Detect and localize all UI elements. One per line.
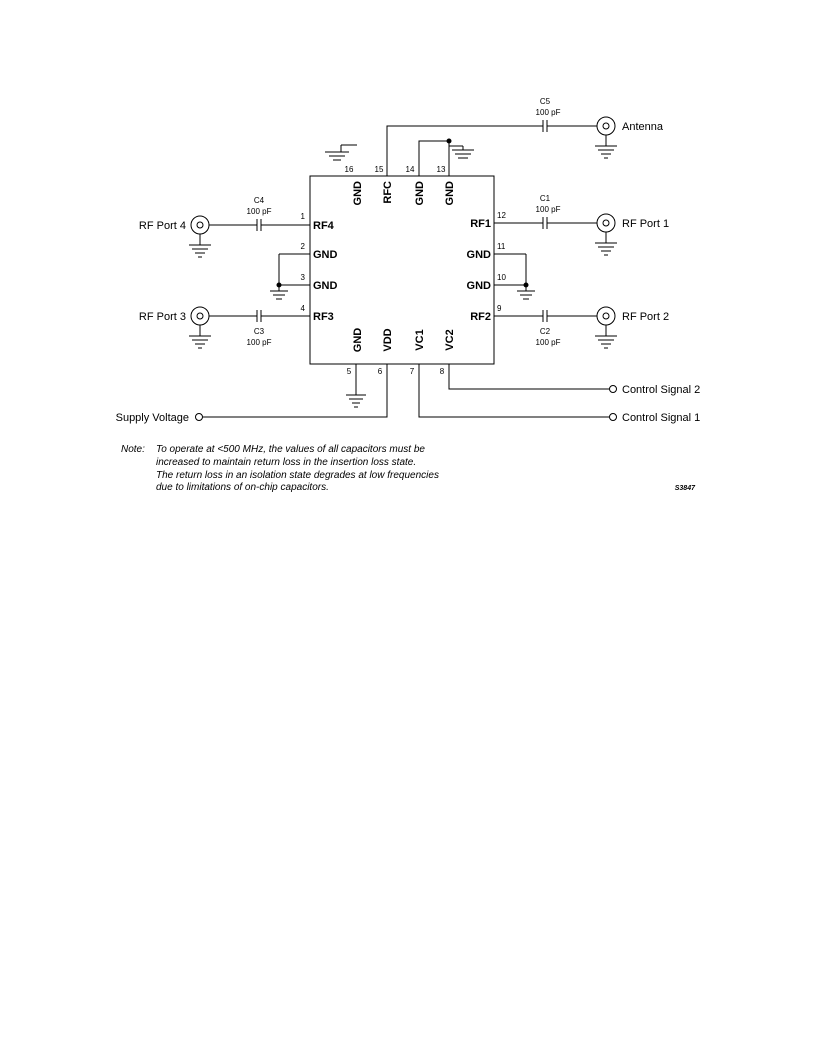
antenna-label: Antenna <box>622 121 664 133</box>
pin14-trace <box>418 140 449 176</box>
pin-label-16: GND <box>352 181 364 206</box>
pin-label-9: RF2 <box>470 311 491 323</box>
pin-label-7: VC1 <box>414 329 426 350</box>
pin-number-12: 12 <box>497 211 506 220</box>
pin-number-8: 8 <box>440 367 445 376</box>
c1-value: 100 pF <box>536 205 561 214</box>
vdd-trace <box>203 364 388 418</box>
pin-number-16: 16 <box>345 165 354 174</box>
pin-label-2: GND <box>313 249 338 261</box>
c1-name: C1 <box>540 194 551 203</box>
note-label: Note: <box>121 444 145 455</box>
ground-symbol <box>452 146 474 159</box>
rf-port-1-connector <box>595 213 617 256</box>
pin-label-4: RF3 <box>313 311 334 323</box>
c3-name: C3 <box>254 327 265 336</box>
c4-value: 100 pF <box>247 207 272 216</box>
rf-port-4-connector <box>189 215 211 258</box>
rf-port-4-label: RF Port 4 <box>139 220 186 232</box>
note-line: To operate at <500 MHz, the values of al… <box>156 444 425 455</box>
control-signal-1-label: Control Signal 1 <box>622 412 700 424</box>
pin-number-15: 15 <box>375 165 384 174</box>
control-signal-1-terminal <box>609 413 617 421</box>
chip-body <box>309 175 495 365</box>
vc2-trace <box>448 364 609 390</box>
pin-label-6: VDD <box>382 328 394 351</box>
pin-number-11: 11 <box>497 242 506 251</box>
ground-symbol <box>517 285 535 300</box>
junction-dot <box>446 138 452 144</box>
pin-number-6: 6 <box>378 367 383 376</box>
c4-name: C4 <box>254 196 265 205</box>
c5-name: C5 <box>540 97 551 106</box>
c2-name: C2 <box>540 327 551 336</box>
pin-number-10: 10 <box>497 273 506 282</box>
pin-label-13: GND <box>444 181 456 206</box>
pin-number-14: 14 <box>406 165 415 174</box>
pin-label-5: GND <box>352 328 364 353</box>
pin-label-12: RF1 <box>470 218 491 230</box>
note-line: increased to maintain return loss in the… <box>156 456 417 468</box>
c2-value: 100 pF <box>536 338 561 347</box>
supply-voltage-terminal <box>195 413 203 421</box>
c5-value: 100 pF <box>536 108 561 117</box>
rf-port-3-label: RF Port 3 <box>139 311 186 323</box>
pin-number-4: 4 <box>301 304 306 313</box>
c3-value: 100 pF <box>247 338 272 347</box>
note-line: due to limitations of on-chip capacitors… <box>156 482 329 494</box>
pin-number-7: 7 <box>410 367 415 376</box>
rf-port-2-connector <box>595 306 617 349</box>
pin-label-11: GND <box>467 249 492 261</box>
antenna-connector <box>595 116 617 159</box>
control-signal-2-terminal <box>609 385 617 393</box>
ground-symbol <box>270 285 288 300</box>
ground-symbol <box>325 145 349 161</box>
pin-label-3: GND <box>313 280 338 292</box>
pin-number-13: 13 <box>437 165 446 174</box>
pin-number-9: 9 <box>497 304 502 313</box>
pin-label-10: GND <box>467 280 492 292</box>
pin-number-2: 2 <box>301 242 306 251</box>
pin-number-3: 3 <box>301 273 306 282</box>
pin-label-1: RF4 <box>313 220 335 232</box>
pin-label-14: GND <box>414 181 426 206</box>
ground-symbol <box>346 394 366 408</box>
note-text: To operate at <500 MHz, the values of al… <box>156 444 486 495</box>
figure-id: S3847 <box>675 485 696 492</box>
rf-port-2-label: RF Port 2 <box>622 311 669 323</box>
pin-label-8: VC2 <box>444 329 456 350</box>
pin-number-1: 1 <box>301 212 306 221</box>
vc1-trace <box>418 364 609 418</box>
rf-port-3-connector <box>189 306 211 349</box>
note-line: The return loss in an isolation state de… <box>156 469 439 481</box>
control-signal-2-label: Control Signal 2 <box>622 384 700 396</box>
supply-voltage-label: Supply Voltage <box>116 412 189 424</box>
rf-port-1-label: RF Port 1 <box>622 218 669 230</box>
pin-label-15: RFC <box>382 181 394 204</box>
rfc-trace <box>386 125 543 176</box>
pin-number-5: 5 <box>347 367 352 376</box>
